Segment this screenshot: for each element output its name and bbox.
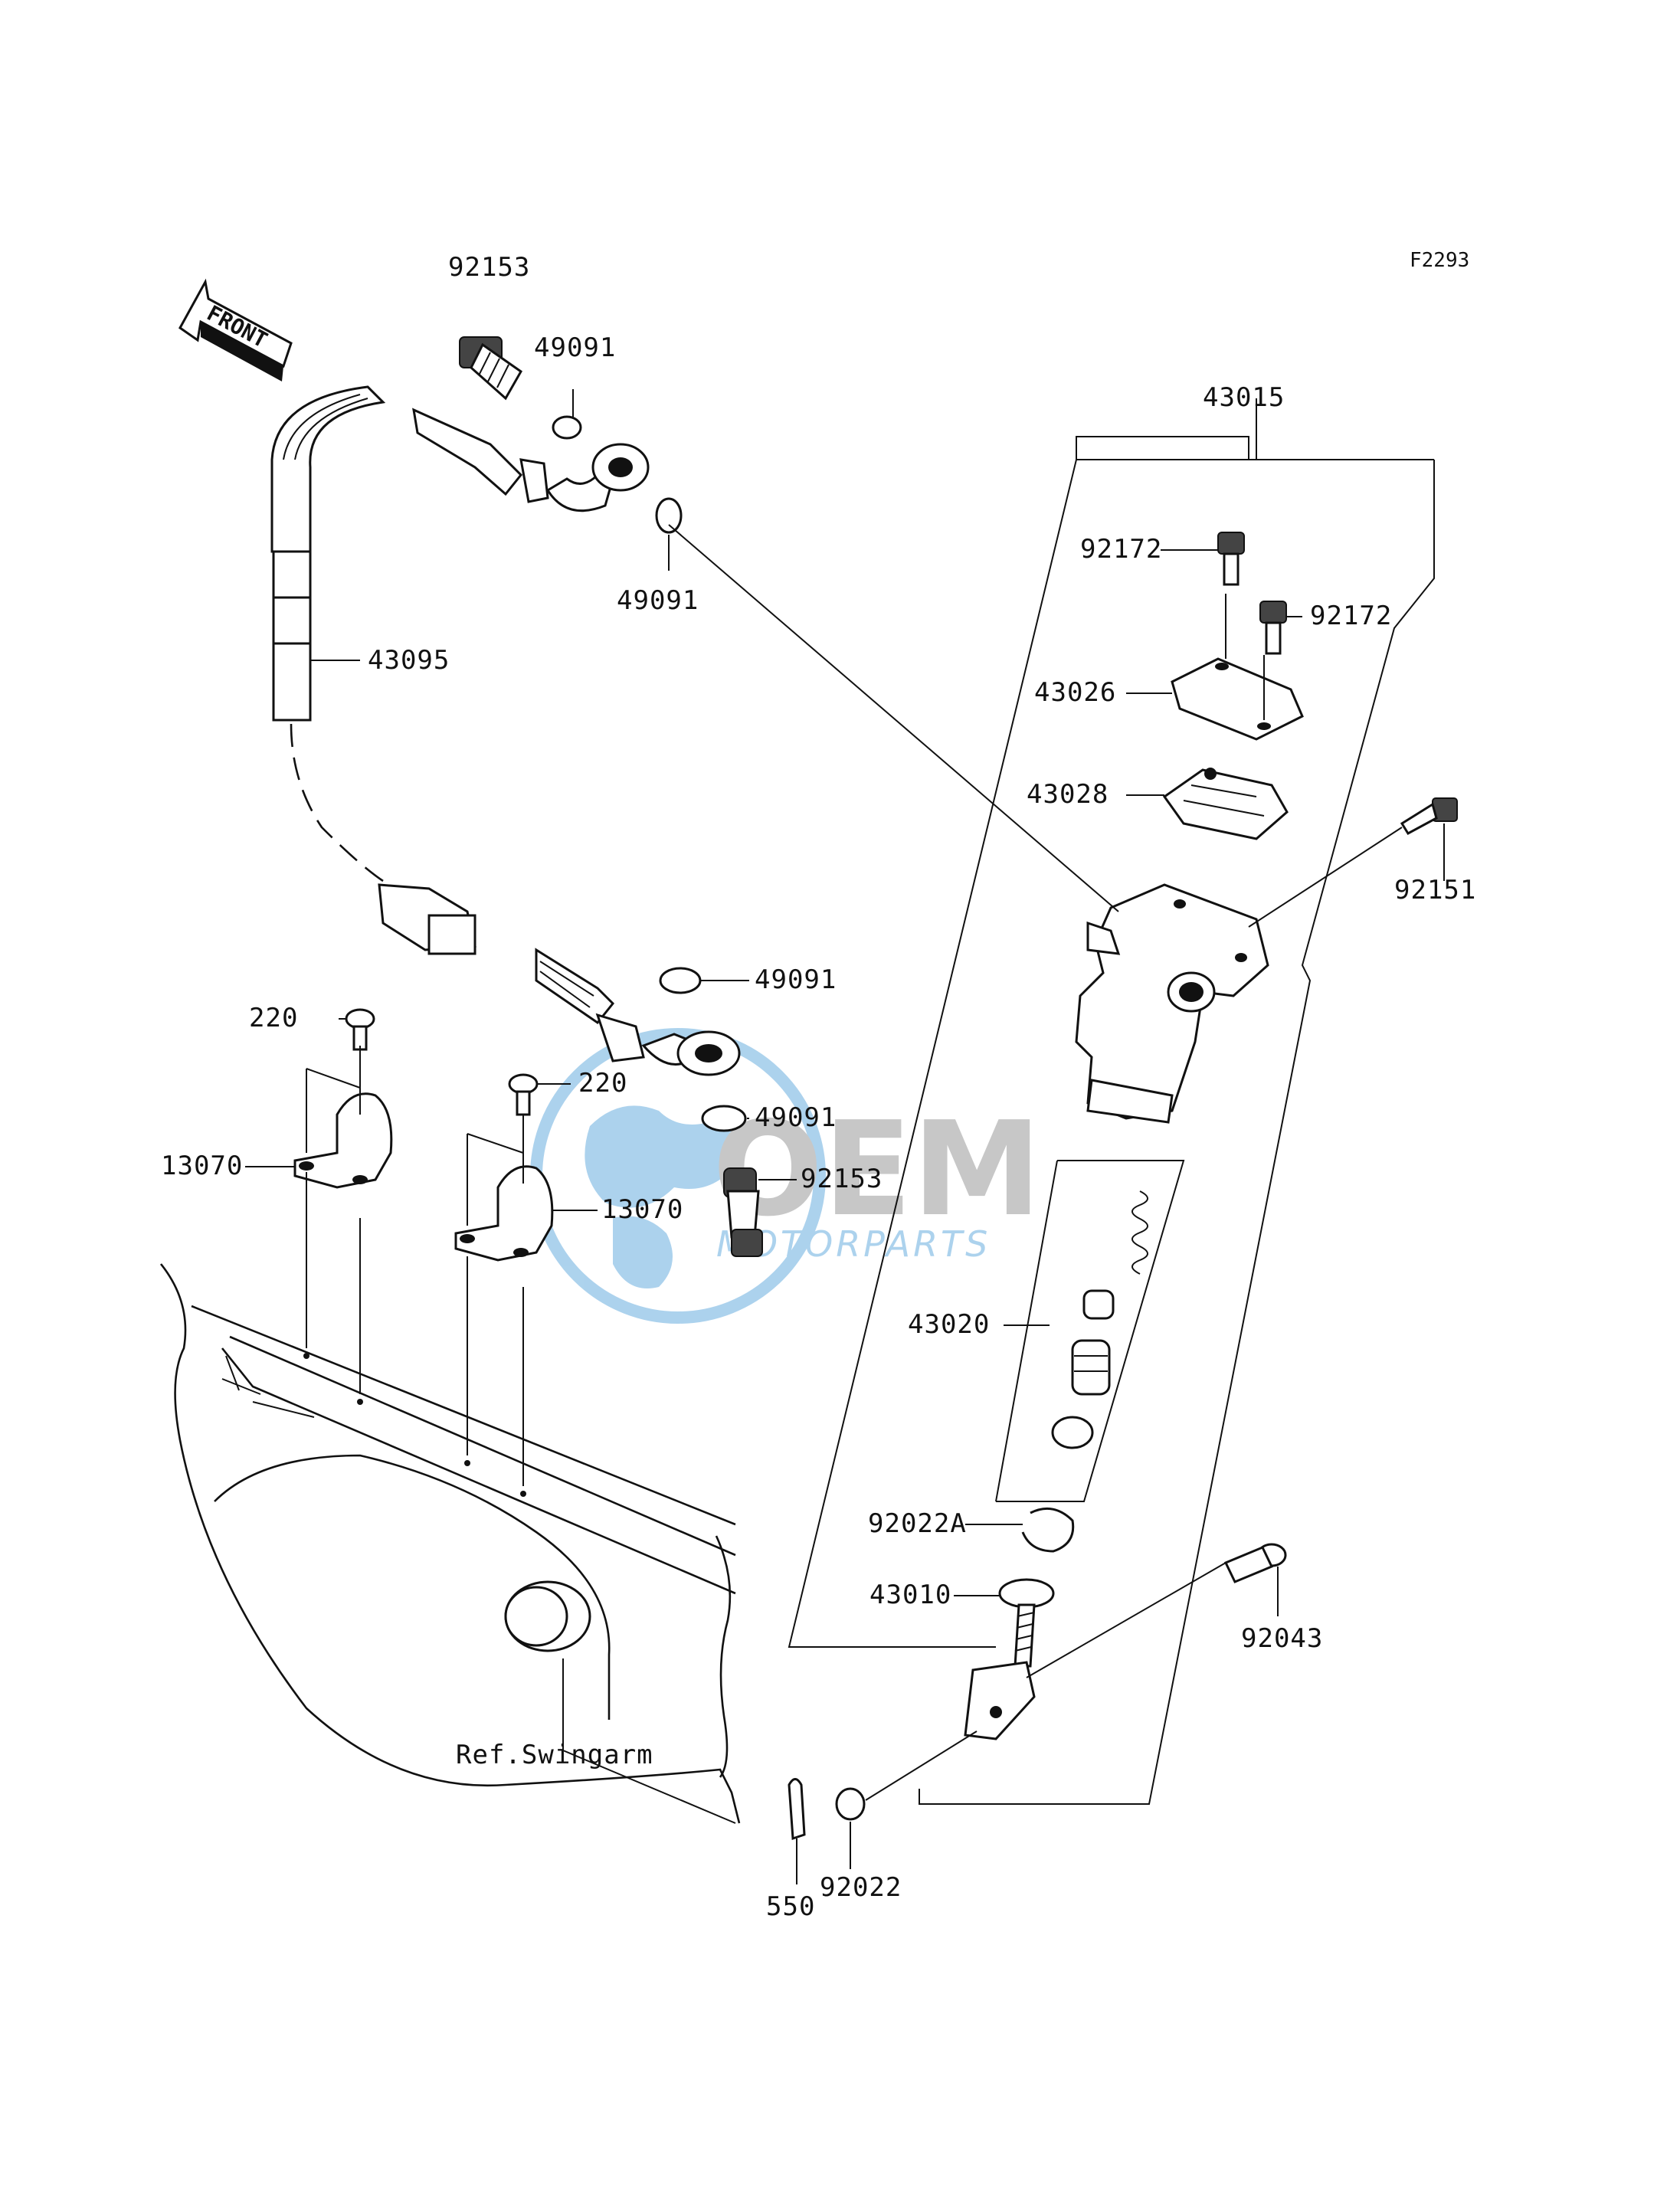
washer-49091-a	[552, 415, 582, 440]
label-13070-a: 13070	[161, 1151, 243, 1181]
front-arrow-icon: FRONT	[178, 278, 293, 381]
diaphragm	[1162, 768, 1289, 840]
swingarm	[159, 1263, 741, 1824]
label-220-a: 220	[249, 1003, 298, 1033]
label-13070-b: 13070	[601, 1194, 683, 1225]
push-rod	[964, 1578, 1055, 1740]
label-43015: 43015	[1203, 382, 1285, 413]
washer-49091-c	[659, 967, 702, 994]
hose-clamp-a	[293, 1092, 393, 1189]
washer-49091-b	[655, 497, 683, 534]
label-92172-a: 92172	[1080, 534, 1162, 565]
washer-92022	[835, 1787, 866, 1821]
reservoir-cap	[1171, 657, 1304, 741]
label-43010: 43010	[869, 1580, 951, 1610]
label-49091-c: 49091	[755, 964, 837, 995]
label-92022: 92022	[820, 1872, 902, 1903]
label-49091-d: 49091	[755, 1102, 837, 1133]
label-92153-top: 92153	[448, 252, 530, 283]
banjo-bolt-top	[459, 336, 522, 401]
brake-hose	[270, 385, 741, 1076]
label-92043: 92043	[1241, 1623, 1323, 1654]
watermark-brand: OEM	[712, 1094, 1042, 1246]
circlip	[1021, 1507, 1075, 1553]
label-92172-b: 92172	[1310, 601, 1392, 631]
cap-bolt-92172-b	[1259, 601, 1287, 655]
label-550: 550	[766, 1891, 815, 1922]
washer-49091-d	[701, 1105, 747, 1132]
label-92151: 92151	[1394, 875, 1476, 905]
hose-clamp-b	[454, 1165, 554, 1262]
label-49091-a: 49091	[534, 332, 616, 363]
cotter-pin	[788, 1778, 806, 1841]
label-43095: 43095	[368, 645, 450, 676]
cap-bolt-92172-a	[1217, 532, 1245, 586]
clamp-guide-lines	[303, 1046, 526, 1497]
master-cylinder-outline	[788, 429, 1435, 1805]
label-92153-bottom: 92153	[801, 1164, 883, 1194]
label-43026: 43026	[1034, 677, 1116, 708]
clevis-pin	[1223, 1543, 1287, 1583]
label-43020: 43020	[908, 1309, 990, 1340]
label-92022A: 92022A	[868, 1508, 967, 1539]
banjo-bolt-bottom	[723, 1167, 763, 1257]
mounting-bolt	[1400, 797, 1458, 835]
master-cylinder-body	[1075, 883, 1269, 1124]
label-220-b: 220	[578, 1068, 627, 1098]
label-49091-b: 49091	[617, 585, 699, 616]
piston-kit	[995, 1160, 1185, 1502]
figure-code: F2293	[1410, 249, 1469, 272]
screw-220-b	[508, 1073, 539, 1116]
leader-lines	[245, 389, 1445, 1884]
label-43028: 43028	[1027, 779, 1109, 810]
watermark: OEM MOTORPARTS	[530, 1028, 1042, 1324]
screw-220-a	[345, 1008, 375, 1051]
reference-swingarm: Ref.Swingarm	[456, 1740, 653, 1770]
